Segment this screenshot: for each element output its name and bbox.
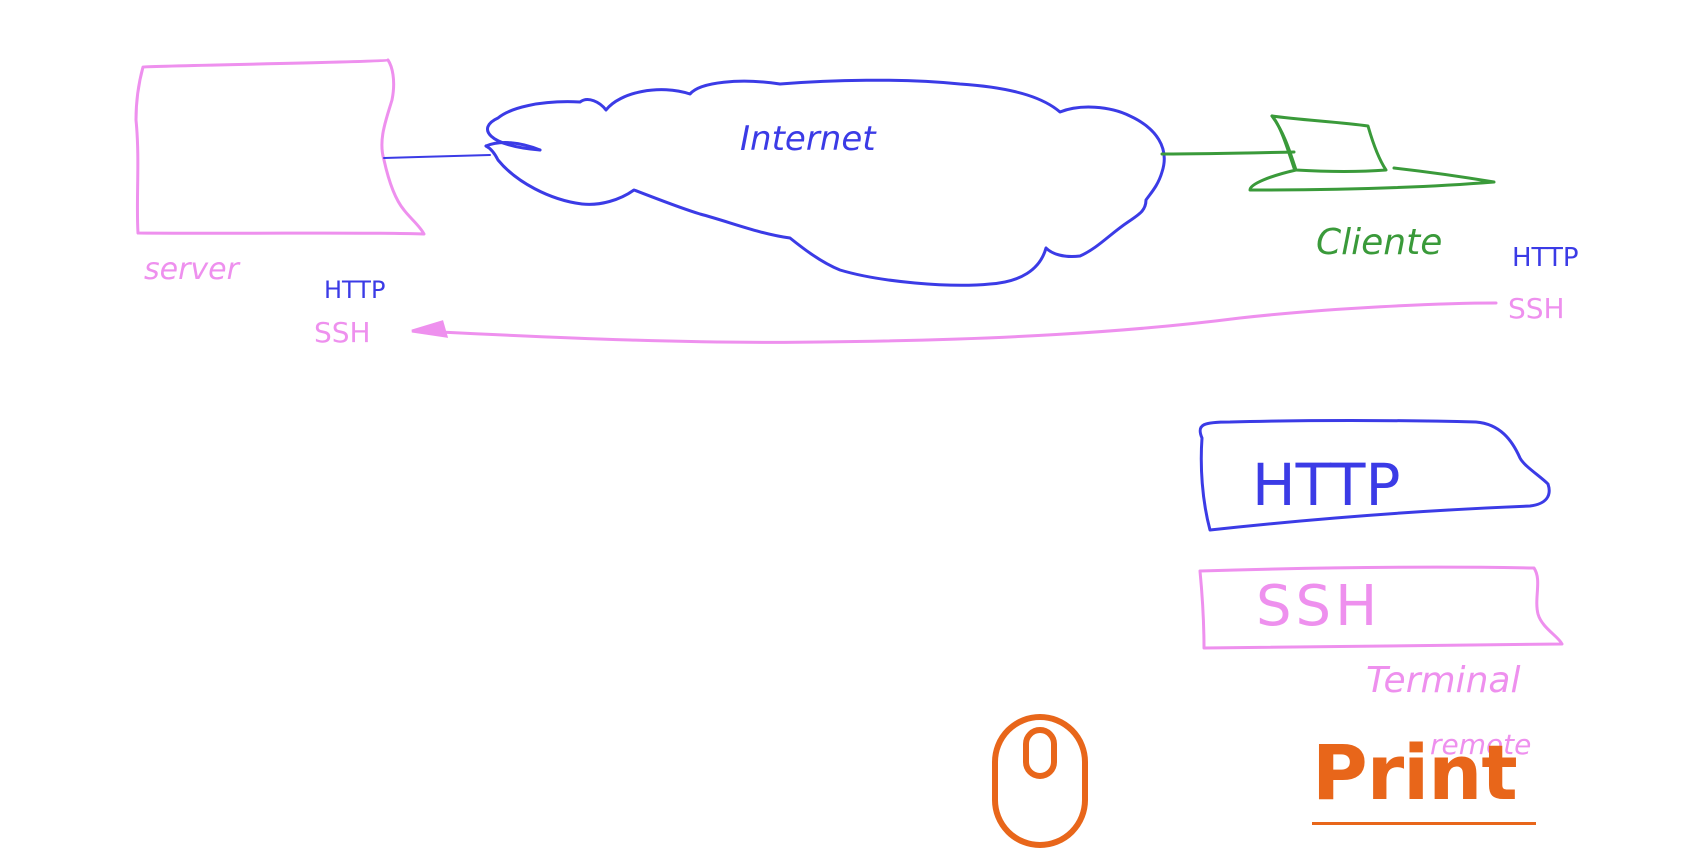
client-laptop-icon — [1270, 114, 1388, 173]
client-ssh-label: SSH — [1508, 292, 1565, 325]
ssh-arrowhead — [411, 320, 449, 338]
http-box — [1198, 419, 1551, 532]
mouse-icon — [992, 714, 1088, 848]
client-http-label: HTTP — [1512, 243, 1579, 273]
server-box — [134, 58, 426, 236]
internet-label: Internet — [740, 119, 877, 159]
ssh-box — [1198, 565, 1564, 650]
ssh-arrow — [438, 301, 1498, 344]
internet-client-link — [1160, 150, 1296, 156]
print-button[interactable]: Print — [1312, 728, 1542, 828]
terminal-label: Terminal — [1366, 660, 1520, 701]
cloud-curl — [484, 141, 542, 152]
client-label: Cliente — [1316, 222, 1442, 263]
server-ssh-label: SSH — [314, 316, 371, 349]
mouse-tool-button[interactable] — [990, 712, 1090, 850]
box-http-label: HTTP — [1252, 451, 1400, 519]
remote-label: remote — [1430, 728, 1531, 761]
client-laptop-keyboard — [1270, 114, 1296, 170]
box-ssh-label: SSH — [1256, 574, 1381, 639]
client-laptop-base — [1248, 166, 1496, 192]
internet-cloud — [484, 78, 1166, 287]
server-label: server — [144, 252, 241, 287]
server-internet-link — [383, 154, 491, 159]
print-underline — [1312, 822, 1536, 825]
print-label: Print — [1312, 728, 1518, 817]
server-http-label: HTTP — [324, 276, 385, 304]
